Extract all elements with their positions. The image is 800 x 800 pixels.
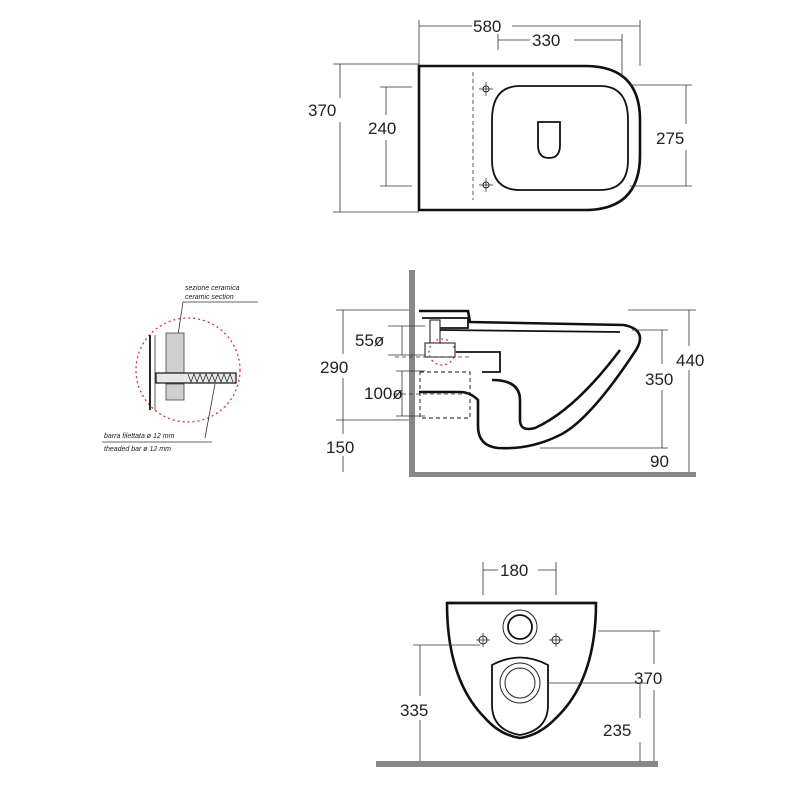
section-detail: sezione ceramica ceramic section barra f… (102, 285, 258, 453)
label-drain-diameter: 55ø (355, 331, 384, 350)
label-depth-total: 370 (308, 101, 336, 120)
label-width-inner: 330 (532, 31, 560, 50)
dimension-235: 235 (548, 682, 646, 762)
threaded-bar (155, 372, 237, 384)
front-view-outlet (491, 656, 549, 736)
dimension-580: 580 (418, 17, 641, 66)
dimension-100: 100ø (364, 370, 425, 417)
front-view-floor (376, 761, 658, 767)
dimension-335: 335 (400, 644, 480, 762)
label-width-total: 580 (473, 17, 501, 36)
label-ceramic-section-it: sezione ceramica (185, 285, 240, 292)
dimension-290: 290 (320, 309, 409, 420)
dimension-240: 240 (368, 86, 412, 187)
dimension-180: 180 (482, 561, 557, 595)
label-overall-height: 440 (676, 351, 704, 370)
side-view-trap (491, 349, 622, 431)
label-depth-seat: 275 (656, 129, 684, 148)
side-view-bowl-outline (419, 309, 642, 450)
detail-highlight-circle (135, 317, 241, 423)
dimension-370-top: 370 (308, 63, 419, 213)
label-front-height-left: 335 (400, 701, 428, 720)
label-rim-offset: 90 (650, 452, 669, 471)
top-view-outline (417, 64, 642, 212)
side-view-detail-circle (428, 338, 456, 366)
label-threaded-bar-en: theaded bar ø 12 mm (104, 446, 171, 453)
wall (409, 270, 415, 477)
dimension-370-front: 370 (598, 630, 662, 762)
front-view-outline (445, 601, 598, 740)
label-front-height-total: 370 (634, 669, 662, 688)
label-front-height-inner: 235 (603, 721, 631, 740)
label-rim-height: 350 (645, 370, 673, 389)
label-ceramic-section-en: ceramic section (185, 294, 234, 301)
label-depth-holes: 240 (368, 119, 396, 138)
top-view-bolt-hole-upper (479, 82, 493, 96)
dimension-150: 150 (326, 419, 409, 472)
dimension-440: 440 (628, 309, 704, 472)
label-bolt-spacing: 180 (500, 561, 528, 580)
label-inlet-diameter: 100ø (364, 384, 403, 403)
front-view-bolt-right (549, 633, 563, 647)
label-floor-clearance: 150 (326, 438, 354, 457)
dimension-275: 275 (630, 84, 692, 187)
label-drain-height: 290 (320, 358, 348, 377)
top-view-seat (537, 121, 561, 159)
top-view-bolt-hole-lower (479, 178, 493, 192)
front-view-bolt-left (476, 633, 490, 647)
side-view: 55ø 290 100ø 150 440 (320, 270, 704, 477)
front-view: 180 370 335 235 (376, 561, 662, 767)
floor (409, 472, 696, 477)
dimension-330: 330 (497, 31, 623, 78)
dimension-55: 55ø (355, 325, 425, 356)
label-threaded-bar-it: barra filettata ø 12 mm (104, 433, 175, 440)
top-view: 580 330 370 240 (308, 17, 692, 213)
dimension-350: 350 (540, 329, 673, 449)
front-view-inlet (507, 614, 533, 640)
top-view-inner-opening (491, 85, 629, 191)
